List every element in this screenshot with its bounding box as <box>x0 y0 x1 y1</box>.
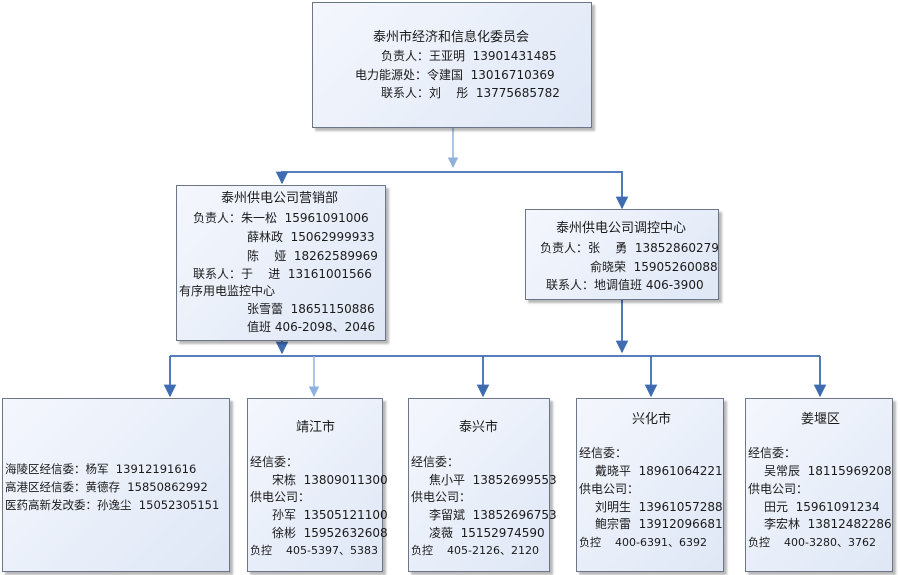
node-line: 俞晓荣 15905260088 <box>590 260 718 274</box>
box-district-jingjiang: 靖江市 经信委： 宋栋 13809011300 供电公司： 孙军 1350512… <box>247 398 388 572</box>
node-line: 张雪蕾 18651150886 <box>247 302 375 316</box>
node-line: 宋栋 13809011300 <box>272 473 388 487</box>
node-title: 泰州市经济和信息化委员会 <box>373 30 530 45</box>
box-district-xinghua: 兴化市 经信委： 戴晓平 18961064221 供电公司： 刘明生 13961… <box>576 398 724 572</box>
node-line: 负责人：王亚明 13901431485 <box>381 49 557 63</box>
node-line: 鲍宗雷 13912096681 <box>595 517 723 531</box>
box-sales-department: 泰州供电公司营销部 负责人：朱一松 15961091006 薛林政 150629… <box>176 185 386 341</box>
node-line: 联系人：刘 彤 13775685782 <box>381 86 560 100</box>
node-line: 薛林政 15062999933 <box>247 230 375 244</box>
box-district-jiangyan: 姜堰区 经信委： 吴常辰 18115969208 供电公司： 田元 159610… <box>745 398 893 572</box>
node-line: 电力能源处：令建国 13016710369 <box>355 68 555 82</box>
node-line: 值班 406-2098、2046 <box>247 320 376 334</box>
node-line: 供电公司： <box>250 490 311 504</box>
node-line: 戴晓平 18961064221 <box>595 464 723 478</box>
box-economic-committee: 泰州市经济和信息化委员会 负责人：王亚明 13901431485 电力能源处：令… <box>312 2 592 128</box>
node-line: 供电公司： <box>748 482 809 496</box>
node-line: 经信委： <box>748 446 797 460</box>
node-line: 供电公司： <box>579 482 640 496</box>
node-line: 吴常辰 18115969208 <box>764 464 892 478</box>
node-line: 徐彬 15952632608 <box>272 526 388 540</box>
node-line: 高港区经信委：黄德存 15850862992 <box>5 480 208 494</box>
node-title: 靖江市 <box>296 420 336 435</box>
node-line: 孙军 13505121100 <box>272 508 388 522</box>
node-line: 经信委： <box>579 446 628 460</box>
node-title: 泰州供电公司调控中心 <box>556 221 687 236</box>
node-line: 负责人：朱一松 15961091006 <box>193 211 369 225</box>
node-line: 李留斌 13852696753 <box>429 508 557 522</box>
node-line: 海陵区经信委：杨军 13912191616 <box>5 462 197 476</box>
node-line: 负责人：张 勇 13852860279 <box>540 241 719 255</box>
node-title: 泰州供电公司营销部 <box>221 191 339 206</box>
node-line: 经信委： <box>250 455 299 469</box>
node-line: 负控 400-3280、3762 <box>748 536 876 549</box>
box-district-hailing: 海陵区经信委：杨军 13912191616 高港区经信委：黄德存 1585086… <box>2 398 230 572</box>
node-line: 陈 娅 18262589969 <box>247 249 378 263</box>
node-line: 经信委： <box>411 455 460 469</box>
node-line: 负控 400-6391、6392 <box>579 536 707 549</box>
node-line: 负控 405-2126、2120 <box>411 544 539 557</box>
node-title: 姜堰区 <box>801 412 841 427</box>
node-line: 有序用电监控中心 <box>179 284 276 298</box>
box-district-taixing: 泰兴市 经信委： 焦小平 13852699553 供电公司： 李留斌 13852… <box>408 398 557 572</box>
node-line: 负控 405-5397、5383 <box>250 544 378 557</box>
box-dispatch-center: 泰州供电公司调控中心 负责人：张 勇 13852860279 俞晓荣 15905… <box>525 209 719 300</box>
node-line: 医药高新发改委：孙逸尘 15052305151 <box>5 498 220 512</box>
node-line: 刘明生 13961057288 <box>595 500 723 514</box>
node-line: 田元 15961091234 <box>764 500 880 514</box>
node-line: 联系人：地调值班 406-3900 <box>546 278 704 292</box>
node-line: 凌薇 15152974590 <box>429 526 545 540</box>
node-line: 焦小平 13852699553 <box>429 473 557 487</box>
node-title: 泰兴市 <box>459 420 499 435</box>
node-line: 李宏林 13812482286 <box>764 517 892 531</box>
node-title: 兴化市 <box>632 412 672 427</box>
node-line: 联系人：于 进 13161001566 <box>193 267 372 281</box>
node-line: 供电公司： <box>411 490 472 504</box>
